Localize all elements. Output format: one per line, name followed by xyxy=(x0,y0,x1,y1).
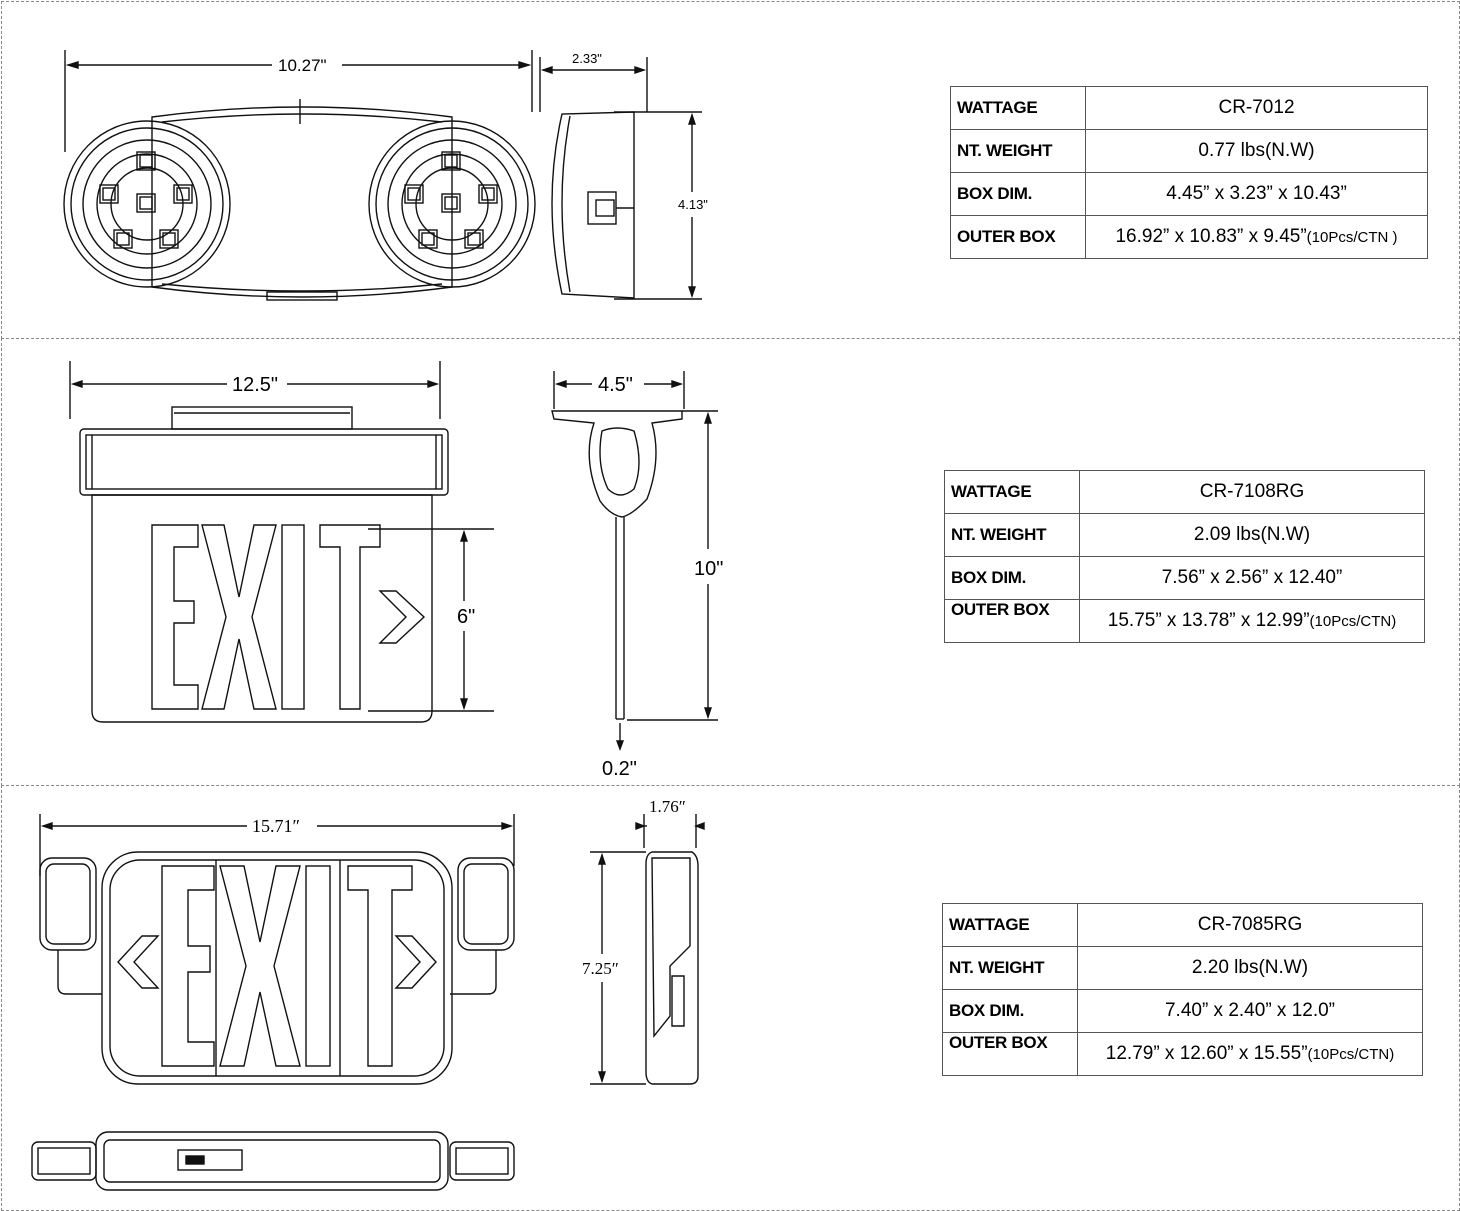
dim-height-cr-7012: 4.13" xyxy=(678,197,708,212)
panel-cr-7108rg: 12.5" 4.5" 10" 6" 0.2" WATTAGE CR-7108RG… xyxy=(1,338,1460,786)
label-box-dim: BOX DIM. xyxy=(942,989,1078,1033)
panel-cr-7012: 10.27" 2.33" 4.13" WATTAGE CR-7012 NT. W… xyxy=(1,1,1460,339)
dim-letter-height-cr-7108rg: 6" xyxy=(457,606,475,628)
panel-cr-7085rg: 15.71″ 1.76″ 7.25″ WATTAGE CR-7085RG NT.… xyxy=(1,785,1460,1211)
label-box-dim: BOX DIM. xyxy=(950,172,1086,216)
net-weight-value: 0.77 lbs(N.W) xyxy=(1085,129,1428,173)
dim-width-cr-7085rg: 15.71″ xyxy=(252,816,300,836)
dim-width-cr-7108rg: 12.5" xyxy=(232,374,278,396)
model-value: CR-7085RG xyxy=(1077,903,1423,947)
label-box-dim: BOX DIM. xyxy=(944,556,1080,600)
box-dim-value: 7.40” x 2.40” x 12.0” xyxy=(1077,989,1423,1033)
outer-box-value: 15.75” x 13.78” x 12.99”(10Pcs/CTN) xyxy=(1079,599,1425,643)
label-net-weight: NT. WEIGHT xyxy=(942,946,1078,990)
drawing-cr-7012: 10.27" 2.33" 4.13" xyxy=(63,50,708,301)
spec-table-cr-7108rg: WATTAGE CR-7108RG NT. WEIGHT 2.09 lbs(N.… xyxy=(944,470,1425,643)
label-outer-box: OUTER BOX xyxy=(944,599,1080,643)
label-wattage: WATTAGE xyxy=(950,86,1086,130)
dim-height-cr-7085rg: 7.25″ xyxy=(582,959,619,978)
outer-box-value: 12.79” x 12.60” x 15.55”(10Pcs/CTN) xyxy=(1077,1032,1423,1076)
net-weight-value: 2.09 lbs(N.W) xyxy=(1079,513,1425,557)
dim-depth-cr-7108rg: 4.5" xyxy=(598,374,633,396)
dim-depth-cr-7012: 2.33" xyxy=(572,51,602,66)
label-outer-box: OUTER BOX xyxy=(942,1032,1078,1076)
drawing-cr-7108rg: 12.5" 4.5" 10" 6" 0.2" xyxy=(69,361,723,780)
dim-width-cr-7012: 10.27" xyxy=(278,56,327,75)
label-wattage: WATTAGE xyxy=(942,903,1078,947)
outer-box-value: 16.92” x 10.83” x 9.45”(10Pcs/CTN ) xyxy=(1085,215,1428,259)
label-net-weight: NT. WEIGHT xyxy=(944,513,1080,557)
dim-thickness-cr-7108rg: 0.2" xyxy=(602,758,637,780)
model-value: CR-7012 xyxy=(1085,86,1428,130)
label-net-weight: NT. WEIGHT xyxy=(950,129,1086,173)
label-outer-box: OUTER BOX xyxy=(950,215,1086,259)
box-dim-value: 4.45” x 3.23” x 10.43” xyxy=(1085,172,1428,216)
label-wattage: WATTAGE xyxy=(944,470,1080,514)
dim-height-cr-7108rg: 10" xyxy=(694,558,723,580)
spec-table-cr-7012: WATTAGE CR-7012 NT. WEIGHT 0.77 lbs(N.W)… xyxy=(950,86,1428,259)
net-weight-value: 2.20 lbs(N.W) xyxy=(1077,946,1423,990)
drawing-cr-7085rg: 15.71″ 1.76″ 7.25″ xyxy=(31,797,705,1191)
dim-depth-cr-7085rg: 1.76″ xyxy=(649,797,686,816)
model-value: CR-7108RG xyxy=(1079,470,1425,514)
spec-table-cr-7085rg: WATTAGE CR-7085RG NT. WEIGHT 2.20 lbs(N.… xyxy=(942,903,1423,1076)
box-dim-value: 7.56” x 2.56” x 12.40” xyxy=(1079,556,1425,600)
